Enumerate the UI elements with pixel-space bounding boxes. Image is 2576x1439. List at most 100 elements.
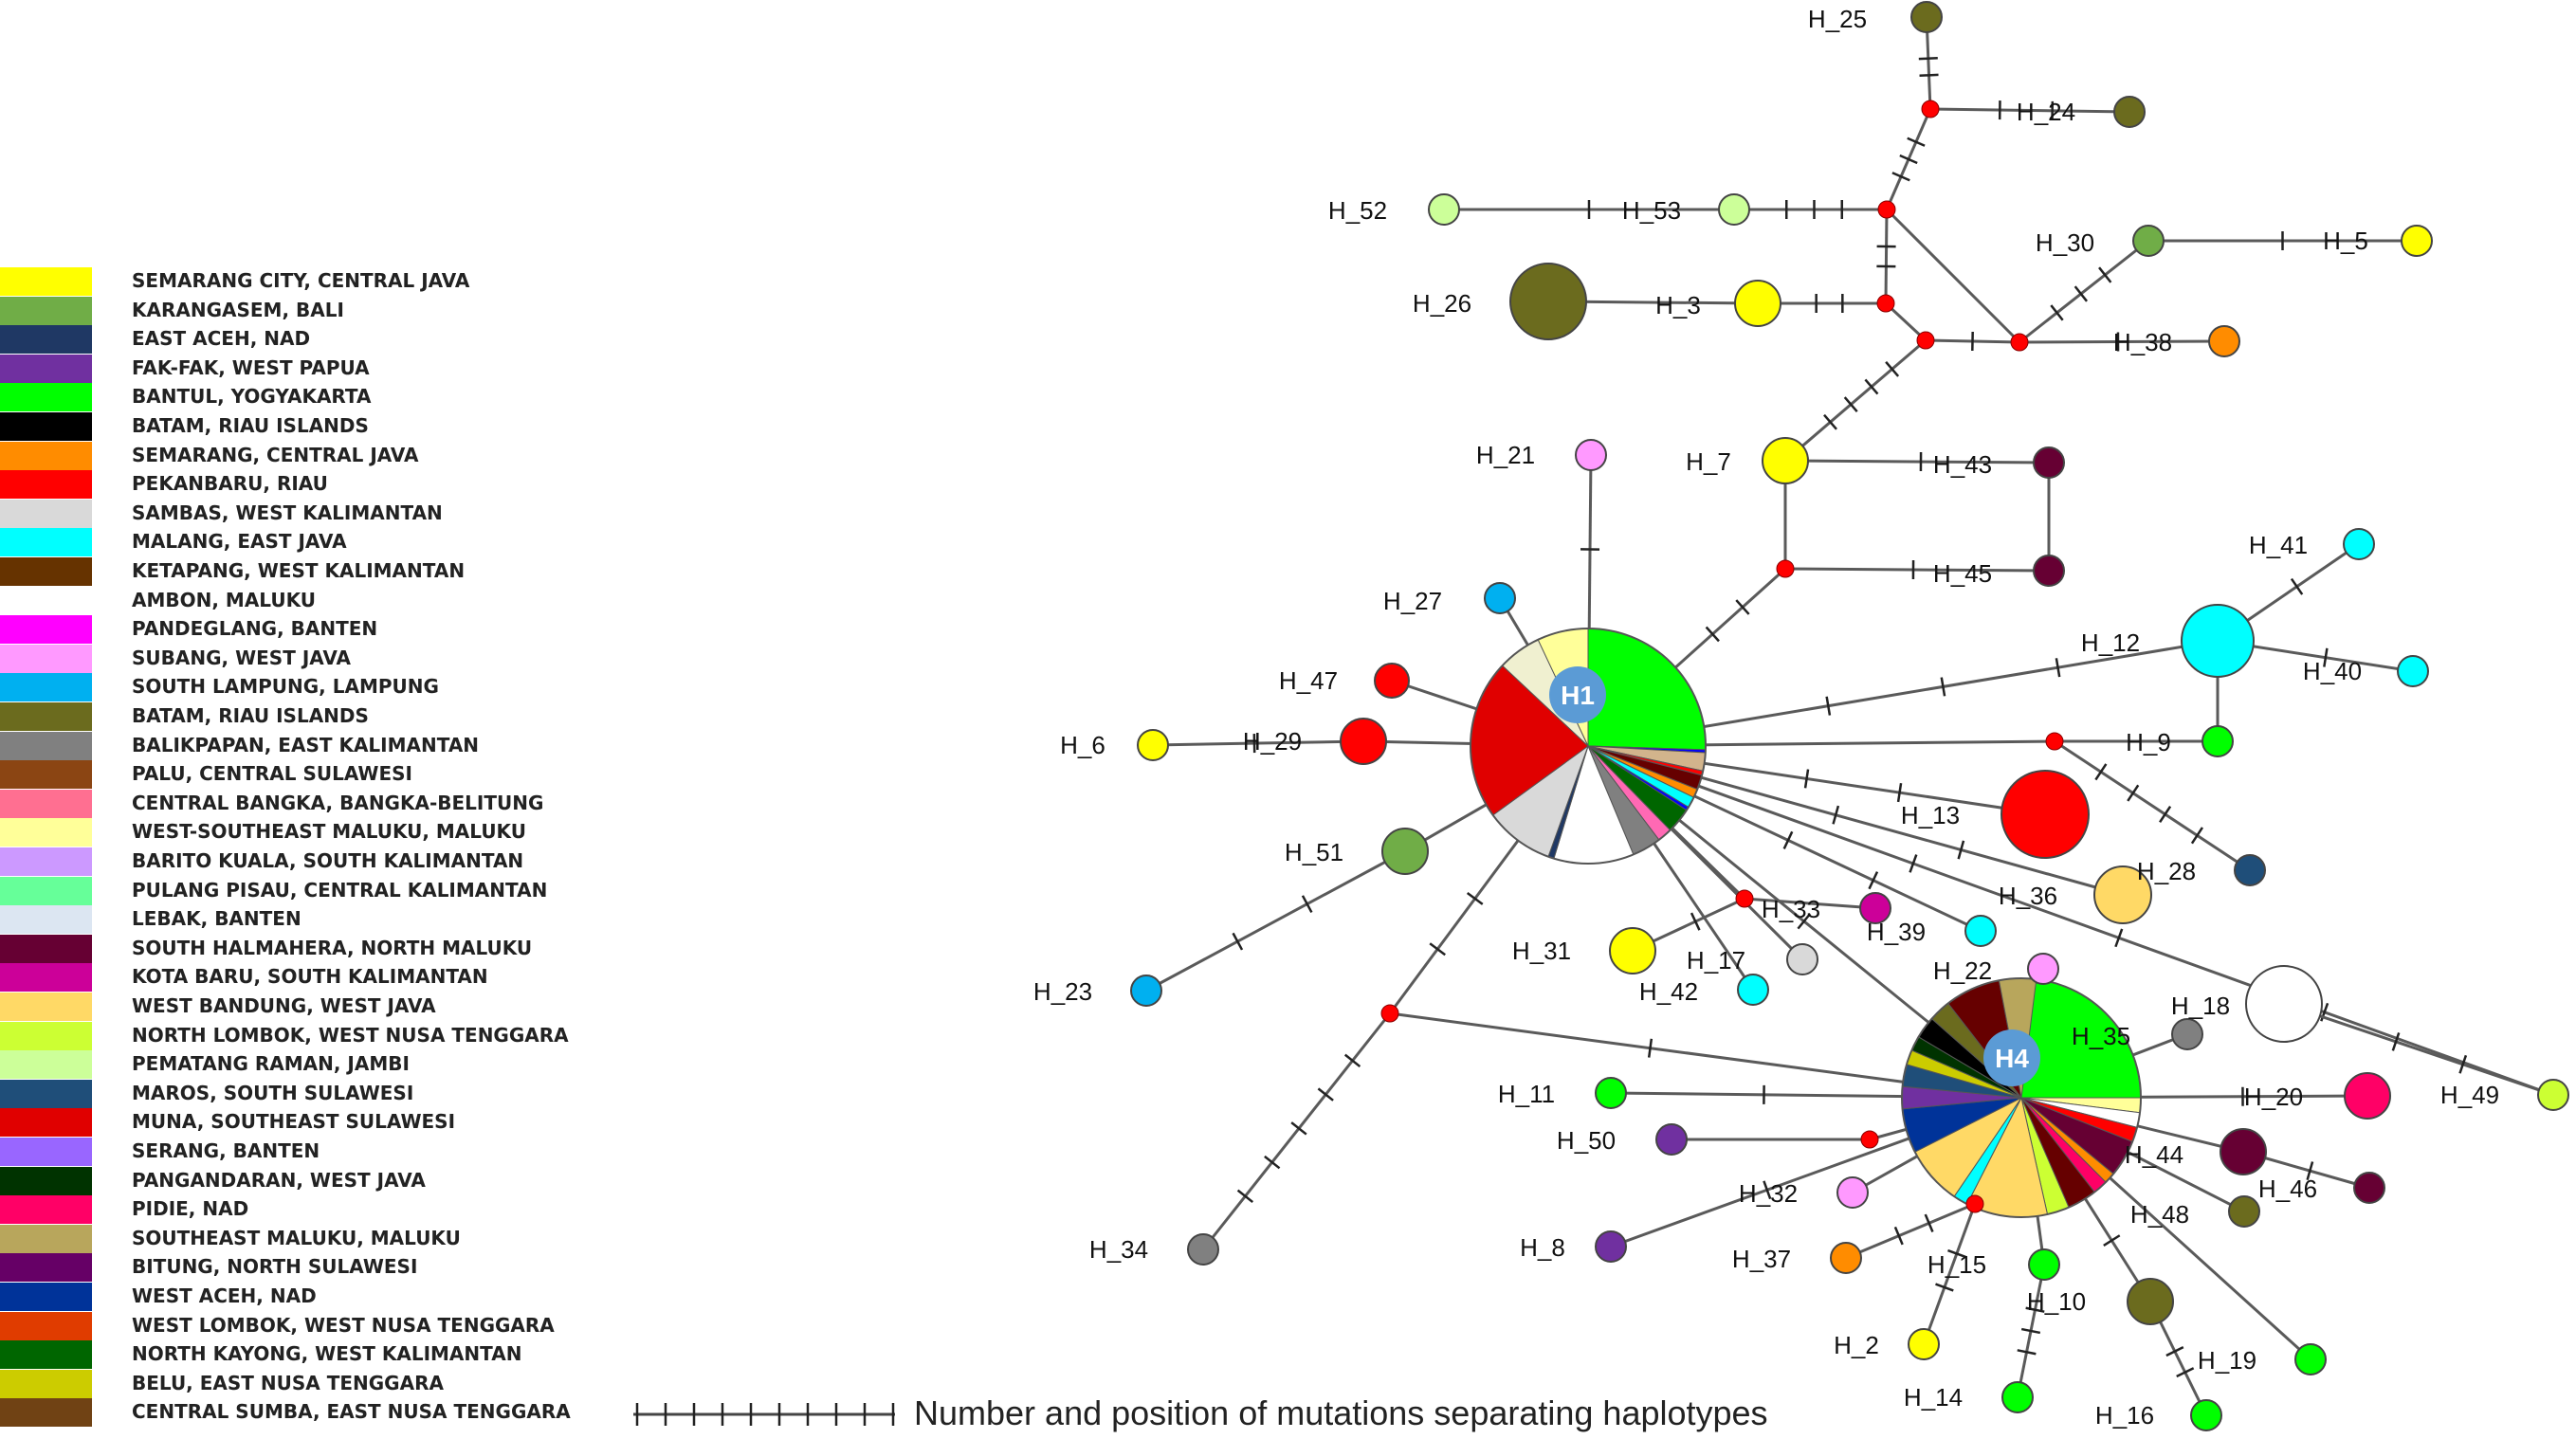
haplotype-node[interactable] (1609, 927, 1656, 975)
legend-item: PIDIE, NAD (0, 1195, 607, 1225)
haplotype-node[interactable] (1830, 1242, 1862, 1274)
haplotype-node[interactable] (1381, 828, 1429, 875)
haplotype-node[interactable] (1762, 437, 1809, 484)
legend-label: MUNA, SOUTHEAST SULAWESI (132, 1110, 456, 1134)
legend-item: BARITO KUALA, SOUTH KALIMANTAN (0, 847, 607, 876)
haplotype-label: H_23 (1033, 977, 1092, 1006)
hub-node[interactable]: H1 (1470, 628, 1707, 865)
haplotype-node[interactable] (1964, 915, 1997, 947)
haplotype-node[interactable] (2033, 446, 2065, 479)
edge-line (1744, 897, 1876, 910)
haplotype-node[interactable] (1859, 892, 1891, 924)
legend-swatch (0, 1138, 92, 1166)
haplotype-node[interactable] (2208, 325, 2240, 357)
haplotype-node[interactable] (1340, 718, 1387, 765)
haplotype-node[interactable] (1836, 1176, 1869, 1209)
mutation-tick (1868, 871, 1879, 890)
haplotype-node[interactable] (1595, 1077, 1627, 1109)
haplotype-node[interactable] (2001, 1381, 2034, 1413)
haplotype-node[interactable] (1428, 193, 1460, 226)
haplotype-node[interactable] (1655, 1123, 1688, 1156)
legend-swatch (0, 557, 92, 586)
mutation-tick (2114, 928, 2124, 948)
legend-item: MUNA, SOUTHEAST SULAWESI (0, 1108, 607, 1138)
haplotype-node[interactable] (2171, 1018, 2203, 1050)
legend-item: PALU, CENTRAL SULAWESI (0, 760, 607, 790)
legend-item: BANTUL, YOGYAKARTA (0, 383, 607, 412)
haplotype-node[interactable] (2093, 865, 2152, 924)
legend-item: SOUTH LAMPUNG, LAMPUNG (0, 673, 607, 702)
haplotype-node[interactable] (2401, 225, 2433, 257)
haplotype-label: H_50 (1557, 1126, 1616, 1155)
haplotype-node[interactable] (1130, 975, 1162, 1007)
legend-label: MALANG, EAST JAVA (132, 530, 347, 554)
haplotype-node[interactable] (1374, 663, 1410, 699)
haplotype-node[interactable] (2344, 1072, 2391, 1120)
haplotype-node[interactable] (1786, 943, 1818, 975)
haplotype-node[interactable] (1137, 729, 1169, 761)
legend-label: BITUNG, NORTH SULAWESI (132, 1255, 418, 1279)
haplotype-node[interactable] (1187, 1233, 1219, 1266)
haplotype-label: H_35 (2072, 1022, 2130, 1050)
haplotype-node[interactable] (1734, 280, 1781, 327)
haplotype-node[interactable] (2033, 555, 2065, 587)
haplotype-label: H_39 (1867, 918, 1926, 946)
haplotype-node[interactable] (2353, 1172, 2385, 1204)
mutation-tick (2176, 1367, 2195, 1378)
haplotype-node[interactable] (1509, 263, 1587, 340)
haplotype-node[interactable] (1718, 193, 1750, 226)
legend-label: SEMARANG CITY, CENTRAL JAVA (132, 269, 470, 292)
haplotype-node[interactable] (2001, 770, 2090, 859)
haplotype-node[interactable] (2190, 1399, 2222, 1431)
haplotype-node[interactable] (2181, 604, 2255, 678)
legend-item: FAK-FAK, WEST PAPUA (0, 354, 607, 383)
legend-swatch (0, 905, 92, 935)
legend-swatch (0, 1108, 92, 1138)
haplotype-node[interactable] (1908, 1328, 1940, 1360)
legend-swatch (0, 354, 92, 383)
legend-swatch (0, 1253, 92, 1283)
haplotype-label: H_14 (1904, 1383, 1963, 1412)
legend-label: BALIKPAPAN, EAST KALIMANTAN (132, 733, 480, 756)
haplotype-node[interactable] (2537, 1079, 2569, 1111)
haplotype-node[interactable] (2245, 965, 2323, 1043)
edge-line (1845, 1202, 1976, 1260)
haplotype-node[interactable] (2027, 953, 2059, 985)
mutation-tick (1264, 1155, 1281, 1170)
legend-item: BITUNG, NORTH SULAWESI (0, 1253, 607, 1283)
haplotype-node[interactable] (2228, 1195, 2260, 1228)
legend-swatch (0, 760, 92, 790)
hub-label: H1 (1561, 681, 1595, 710)
haplotype-node[interactable] (2220, 1128, 2267, 1175)
haplotype-node[interactable] (1910, 1, 1943, 33)
haplotype-node[interactable] (1484, 582, 1516, 614)
haplotype-label: H_47 (1279, 666, 1338, 695)
legend-label: SOUTH LAMPUNG, LAMPUNG (132, 675, 439, 699)
haplotype-node[interactable] (2028, 1248, 2060, 1281)
legend-label: BATAM, RIAU ISLANDS (132, 704, 369, 727)
legend-label: NORTH LOMBOK, WEST NUSA TENGGARA (132, 1023, 569, 1047)
haplotype-node[interactable] (1737, 974, 1769, 1006)
legend-label: PEKANBARU, RIAU (132, 472, 328, 496)
legend-label: MAROS, SOUTH SULAWESI (132, 1081, 414, 1104)
haplotype-node[interactable] (2127, 1278, 2174, 1325)
hub-node[interactable]: H4 (1901, 977, 2142, 1218)
haplotype-node[interactable] (1595, 1230, 1627, 1263)
haplotype-node[interactable] (2343, 528, 2375, 560)
haplotype-node[interactable] (2294, 1343, 2327, 1375)
mutation-tick (2094, 763, 2108, 781)
median-vector (1776, 559, 1795, 578)
haplotype-node[interactable] (2397, 655, 2429, 687)
haplotype-node[interactable] (2132, 225, 2165, 257)
edge-line (1784, 567, 2050, 573)
legend-swatch (0, 1340, 92, 1370)
haplotype-node[interactable] (2201, 725, 2234, 757)
haplotype-node[interactable] (1575, 439, 1607, 471)
haplotype-node[interactable] (2113, 96, 2146, 128)
legend-swatch (0, 847, 92, 876)
haplotype-label: H_28 (2137, 857, 2196, 885)
haplotype-node[interactable] (2234, 854, 2266, 886)
mutation-tick (2103, 1234, 2121, 1248)
median-vector (1380, 1004, 1399, 1023)
